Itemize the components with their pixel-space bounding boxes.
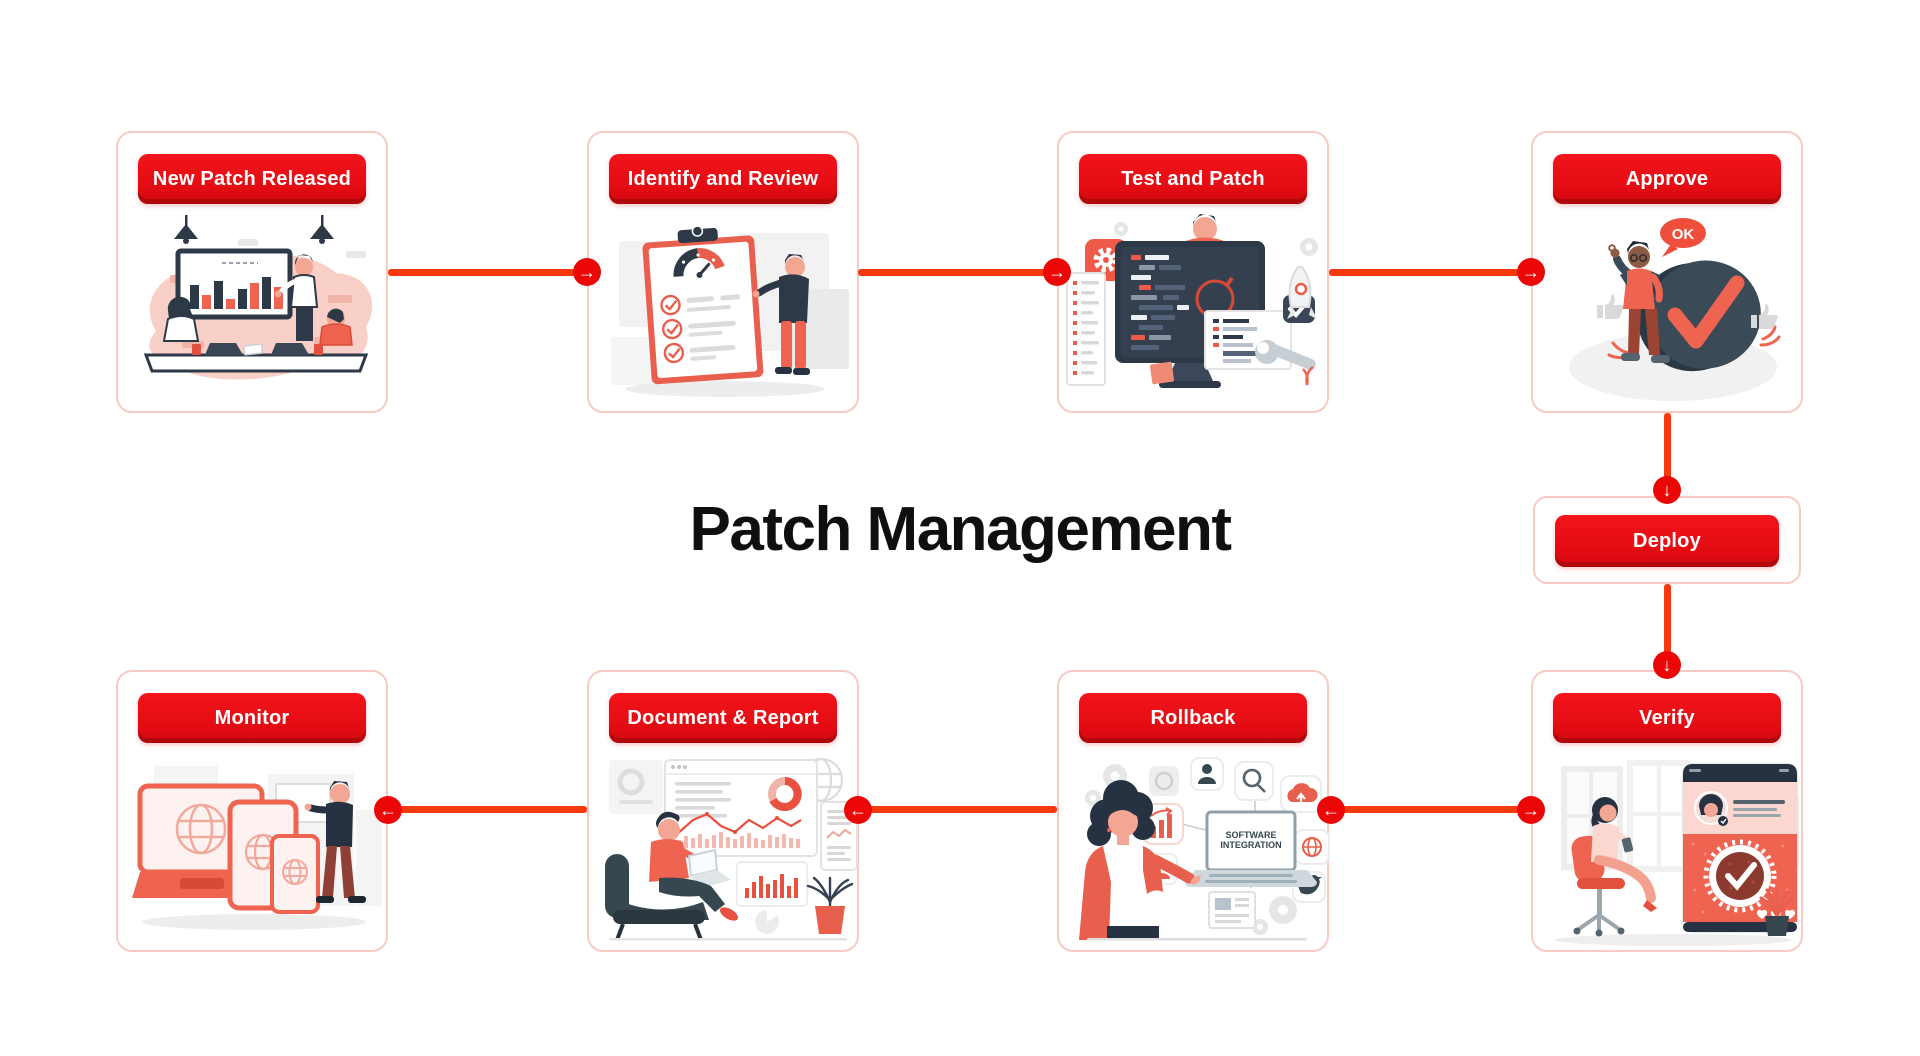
arrow-right-icon: → — [1043, 258, 1071, 286]
connector-document-to-monitor-line — [388, 806, 587, 813]
test-and-patch-label: Test and Patch — [1121, 167, 1265, 190]
arrow-down-icon: ↓ — [1653, 476, 1681, 504]
deploy-label: Deploy — [1633, 529, 1701, 552]
document-and-report-button[interactable]: Document & Report — [609, 693, 837, 743]
pendant-lamps-icon — [174, 215, 334, 244]
connector-deploy-to-verify-line — [1664, 584, 1671, 665]
monitor-devices-illustration — [132, 766, 382, 930]
chat-icon — [1149, 766, 1179, 796]
arrow-left-icon: ← — [374, 796, 402, 824]
ok-speech-bubble: OK — [1660, 218, 1706, 257]
clipboard-checklist-icon — [642, 225, 764, 385]
connector-new-patch-to-identify-line — [388, 269, 588, 276]
arrow-right-icon: → — [573, 258, 601, 286]
identify-and-review-label: Identify and Review — [627, 167, 819, 190]
news-doc-icon — [1208, 891, 1256, 929]
monitor-button[interactable]: Monitor — [138, 693, 366, 743]
card-new-patch-released: New Patch Released — [116, 131, 388, 413]
deploy-button[interactable]: Deploy — [1555, 515, 1779, 567]
presentation-bar-chart-icon — [190, 277, 283, 309]
cloud-upload-icon — [1280, 775, 1322, 813]
monitor-label: Monitor — [214, 706, 290, 729]
connector-approve-to-deploy-line — [1664, 413, 1671, 490]
connector-test-to-approve-line — [1329, 269, 1532, 276]
seated-woman-office-chair — [1571, 797, 1657, 937]
card-test-and-patch: Test and Patch — [1057, 131, 1329, 413]
laptop-screen-text-line1: SOFTWARE — [1226, 830, 1277, 840]
arrow-right-icon: → — [1517, 258, 1545, 286]
laptop-integration: SOFTWARE INTEGRATION — [1185, 810, 1317, 887]
connector-rollback-to-document-line — [858, 806, 1057, 813]
new-patch-released-label: New Patch Released — [152, 167, 352, 190]
card-monitor: Monitor — [116, 670, 388, 952]
new-patch-released-button[interactable]: New Patch Released — [138, 154, 366, 204]
potted-plant-icon — [806, 876, 854, 934]
laptop-screen-text-line2: INTEGRATION — [1220, 840, 1281, 850]
identify-and-review-button[interactable]: Identify and Review — [609, 154, 837, 204]
verified-badge-icon — [1703, 839, 1777, 913]
user-icon — [1190, 757, 1224, 791]
potted-plant-icon — [1759, 888, 1795, 936]
checklist-review-illustration — [611, 225, 849, 397]
approve-checkmark-illustration: OK — [1569, 218, 1781, 401]
card-identify-and-review: Identify and Review — [587, 131, 859, 413]
task-list-panel — [1073, 281, 1099, 375]
test-and-patch-button[interactable]: Test and Patch — [1079, 154, 1307, 204]
presenter-woman — [1079, 780, 1201, 940]
card-rollback: Rollback — [1057, 670, 1330, 952]
connector-identify-to-test-line — [858, 269, 1058, 276]
approve-button[interactable]: Approve — [1553, 154, 1781, 204]
globe-icon — [1294, 829, 1330, 865]
arrow-down-icon: ↓ — [1653, 651, 1681, 679]
bar-chart-panel — [736, 861, 808, 907]
rocket-icon — [1287, 266, 1317, 319]
verify-label: Verify — [1639, 706, 1695, 729]
code-lines — [1131, 255, 1189, 350]
arrow-left-icon: ← — [844, 796, 872, 824]
software-integration-illustration: SOFTWARE INTEGRATION — [1079, 757, 1330, 941]
phone-globe-icon — [270, 834, 320, 914]
report-charts-illustration — [605, 757, 858, 941]
ok-bubble-text: OK — [1672, 226, 1695, 243]
code-popup-panel — [1213, 319, 1261, 363]
card-approve: Approve OK — [1531, 131, 1803, 413]
connector-verify-rollback-line — [1331, 806, 1530, 813]
document-and-report-label: Document & Report — [627, 706, 819, 729]
verify-button[interactable]: Verify — [1553, 693, 1781, 743]
card-document-and-report: Document & Report — [587, 670, 859, 952]
code-testing-illustration — [1066, 214, 1318, 388]
browser-report-window — [664, 759, 818, 857]
arrow-right-icon: → — [1517, 796, 1545, 824]
team-meeting-illustration — [143, 215, 373, 380]
card-deploy: Deploy — [1533, 496, 1801, 584]
arrow-left-icon: ← — [1317, 796, 1345, 824]
rollback-label: Rollback — [1150, 706, 1236, 729]
phone-verified-illustration — [1555, 760, 1799, 946]
card-verify: Verify — [1531, 670, 1803, 952]
thumbs-up-icons — [1597, 294, 1778, 329]
search-icon — [1234, 761, 1274, 801]
page-title: Patch Management — [689, 495, 1232, 564]
approve-label: Approve — [1625, 167, 1709, 190]
wrench-icon — [1255, 340, 1316, 370]
rollback-button[interactable]: Rollback — [1079, 693, 1307, 743]
